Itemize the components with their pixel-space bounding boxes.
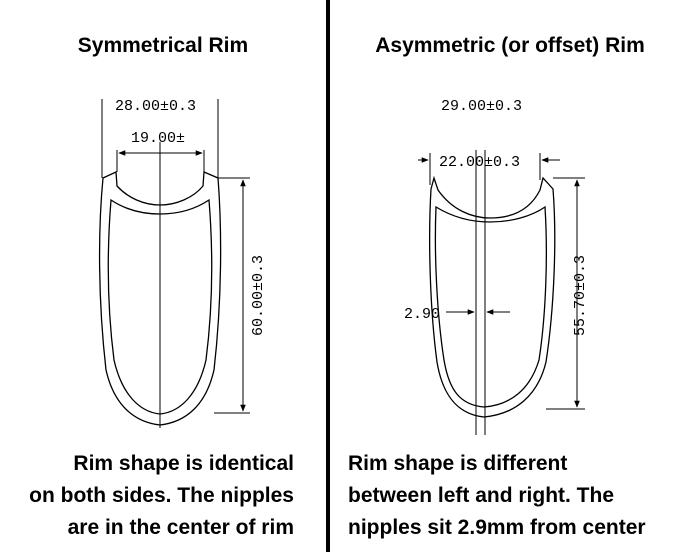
caption-line: on both sides. The nipples: [29, 484, 294, 507]
asymmetric-offset-label: 2.90: [404, 306, 440, 323]
symmetrical-outer-width-label: 28.00±0.3: [115, 98, 196, 115]
caption-line: are in the center of rim: [67, 516, 294, 539]
symmetrical-rim-outer-profile: [98, 171, 222, 426]
symmetrical-rim-caption: Rim shape is identical on both sides. Th…: [29, 448, 294, 544]
asymmetric-inner-width-label: 22.00±0.3: [439, 154, 520, 171]
panel-divider: [326, 0, 330, 552]
symmetrical-rim-title: Symmetrical Rim: [77, 34, 249, 57]
caption-line: Rim shape is different: [348, 452, 568, 475]
symmetrical-rim-inner-profile: [107, 198, 213, 415]
asymmetric-rim-caption: Rim shape is different between left and …: [348, 448, 646, 544]
asymmetric-height-label: 55.70±0.3: [572, 255, 589, 336]
asymmetric-rim-inner-profile: [434, 205, 547, 408]
asymmetric-rim-title: Asymmetric (or offset) Rim: [375, 34, 645, 57]
caption-line: nipples sit 2.9mm from center: [348, 516, 646, 539]
asymmetric-rim-drawing: [418, 150, 585, 435]
symmetrical-inner-width-label: 19.00±: [131, 130, 185, 147]
asymmetric-rim-outer-profile: [429, 175, 556, 418]
symmetrical-rim-drawing: [98, 99, 250, 428]
asymmetric-outer-width-label: 29.00±0.3: [441, 98, 522, 115]
caption-line: Rim shape is identical: [73, 452, 294, 475]
symmetrical-height-label: 60.00±0.3: [250, 255, 267, 336]
caption-line: between left and right. The: [348, 484, 615, 507]
